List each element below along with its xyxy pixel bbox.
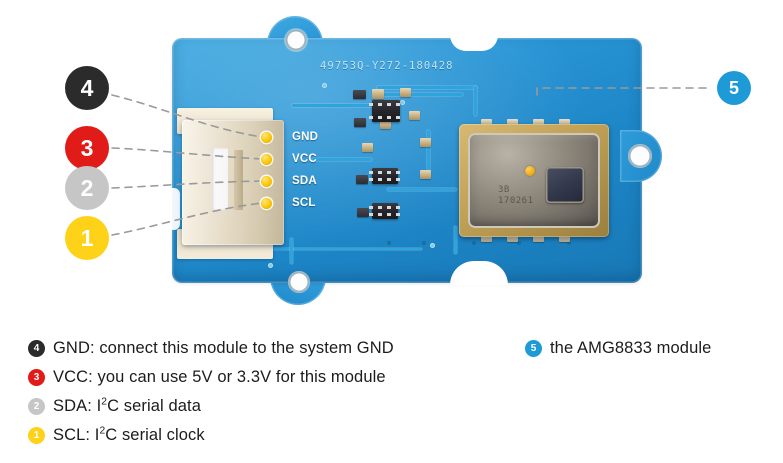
- legend-scl-suffix: C serial clock: [105, 426, 205, 444]
- smd-component: [420, 170, 431, 179]
- legend-sda-prefix: SDA: I: [53, 397, 102, 415]
- pin-label-sda: SDA: [292, 175, 317, 187]
- sensor-marking: 3B 170261: [498, 185, 534, 207]
- sensor-leg: [481, 119, 492, 126]
- smd-component: [362, 143, 373, 152]
- pcb-trace: [202, 248, 422, 250]
- legend-column-left: 4 GND: connect this module to the system…: [28, 334, 394, 450]
- legend-label-gnd: GND: connect this module to the system G…: [53, 339, 394, 357]
- sensor-metal-can: 3B 170261: [468, 133, 600, 228]
- legend-badge-4: 4: [28, 340, 45, 357]
- legend-badge-2: 2: [28, 398, 45, 415]
- pcb-notch-top: [450, 35, 498, 51]
- pcb-notch-bottom: [450, 261, 508, 285]
- callout-badge-1[interactable]: 1: [65, 216, 109, 260]
- pin-marker-dot-sda: [261, 176, 272, 187]
- pcb-trace: [312, 158, 372, 161]
- legend-label-amg8833: the AMG8833 module: [550, 339, 712, 357]
- pin-marker-dot-scl: [261, 198, 272, 209]
- pcb-pad-hole: [517, 241, 521, 245]
- pcb-trace: [377, 93, 463, 96]
- mounting-hole-right: [628, 144, 652, 168]
- legend-item-5: 5 the AMG8833 module: [525, 334, 711, 363]
- legend-item-1: 1 SCL: I2C serial clock: [28, 421, 394, 450]
- smd-component: [400, 88, 411, 97]
- ic-component: [369, 203, 401, 219]
- legend-scl-prefix: SCL: I: [53, 426, 100, 444]
- amg8833-sensor: 3B 170261: [459, 119, 609, 242]
- pcb-trace: [290, 238, 293, 264]
- ic-component: [369, 168, 401, 184]
- legend-label-vcc: VCC: you can use 5V or 3.3V for this mod…: [53, 368, 386, 386]
- pcb-pad-hole: [422, 241, 426, 245]
- callout-badge-3[interactable]: 3: [65, 126, 109, 170]
- pcb-pad-hole: [472, 241, 476, 245]
- callout-badge-5[interactable]: 5: [717, 71, 751, 105]
- legend-badge-5: 5: [525, 340, 542, 357]
- legend-item-3: 3 VCC: you can use 5V or 3.3V for this m…: [28, 363, 394, 392]
- legend-badge-3: 3: [28, 369, 45, 386]
- pin-label-scl: SCL: [292, 197, 316, 209]
- sensor-leg: [507, 119, 518, 126]
- smd-component: [420, 138, 431, 147]
- legend-sda-superscript: 2: [101, 396, 108, 408]
- sensor-marking-line1: 3B: [498, 185, 510, 195]
- pcb-via: [430, 243, 435, 248]
- sensor-leg: [507, 235, 518, 242]
- connector-slot: [212, 148, 228, 210]
- sensor-leg: [533, 235, 544, 242]
- pcb-trace: [427, 130, 430, 170]
- silkscreen-serial-text: 49753Q-Y272-180428: [320, 60, 454, 72]
- legend-sda-suffix: C serial data: [107, 397, 202, 415]
- ic-regulator: [369, 100, 403, 122]
- smd-component: [357, 208, 369, 217]
- legend-label-sda: SDA: I2C serial data: [53, 397, 201, 416]
- pcb-trace: [292, 104, 378, 107]
- legend-label-scl: SCL: I2C serial clock: [53, 426, 205, 445]
- sensor-orientation-dot: [525, 166, 535, 176]
- sensor-marking-line2: 170261: [498, 196, 534, 206]
- legend-item-4: 4 GND: connect this module to the system…: [28, 334, 394, 363]
- legend: 4 GND: connect this module to the system…: [0, 320, 783, 463]
- sensor-frame: 3B 170261: [459, 124, 609, 237]
- legend-scl-superscript: 2: [99, 425, 106, 437]
- smd-component: [409, 111, 420, 120]
- pcb-trace: [474, 86, 477, 116]
- pin-label-gnd: GND: [292, 131, 319, 143]
- smd-component: [356, 175, 368, 184]
- callout-badge-4[interactable]: 4: [65, 66, 109, 110]
- legend-column-right: 5 the AMG8833 module: [525, 334, 711, 363]
- sensor-ir-window: [546, 167, 584, 203]
- pin-label-vcc: VCC: [292, 153, 317, 165]
- smd-component: [354, 118, 366, 127]
- sensor-leg: [559, 119, 570, 126]
- smd-component: [380, 120, 391, 129]
- mounting-hole-bottom: [288, 271, 310, 293]
- pcb-trace: [377, 86, 477, 89]
- pcb-pad-hole: [387, 241, 391, 245]
- pcb-edge-notch-left: [170, 188, 180, 230]
- sensor-leg: [481, 235, 492, 242]
- pcb-via: [400, 100, 405, 105]
- product-photo: 49753Q-Y272-180428 GND VCC SDA SCL: [65, 16, 751, 305]
- smd-component: [353, 90, 366, 99]
- pcb-via: [322, 83, 327, 88]
- pcb-trace: [454, 226, 457, 254]
- connector-rib: [234, 150, 243, 210]
- pcb-pad-hole: [567, 241, 571, 245]
- pin-marker-dot-vcc: [261, 154, 272, 165]
- sensor-leg: [533, 119, 544, 126]
- sensor-leg: [559, 235, 570, 242]
- pcb-trace: [387, 188, 457, 191]
- pcb-board: 49753Q-Y272-180428 GND VCC SDA SCL: [170, 16, 662, 305]
- mounting-hole-top: [285, 29, 307, 51]
- legend-badge-1: 1: [28, 427, 45, 444]
- pcb-via: [268, 263, 273, 268]
- legend-item-2: 2 SDA: I2C serial data: [28, 392, 394, 421]
- pin-marker-dot-gnd: [261, 132, 272, 143]
- smd-component: [372, 89, 384, 99]
- callout-badge-2[interactable]: 2: [65, 166, 109, 210]
